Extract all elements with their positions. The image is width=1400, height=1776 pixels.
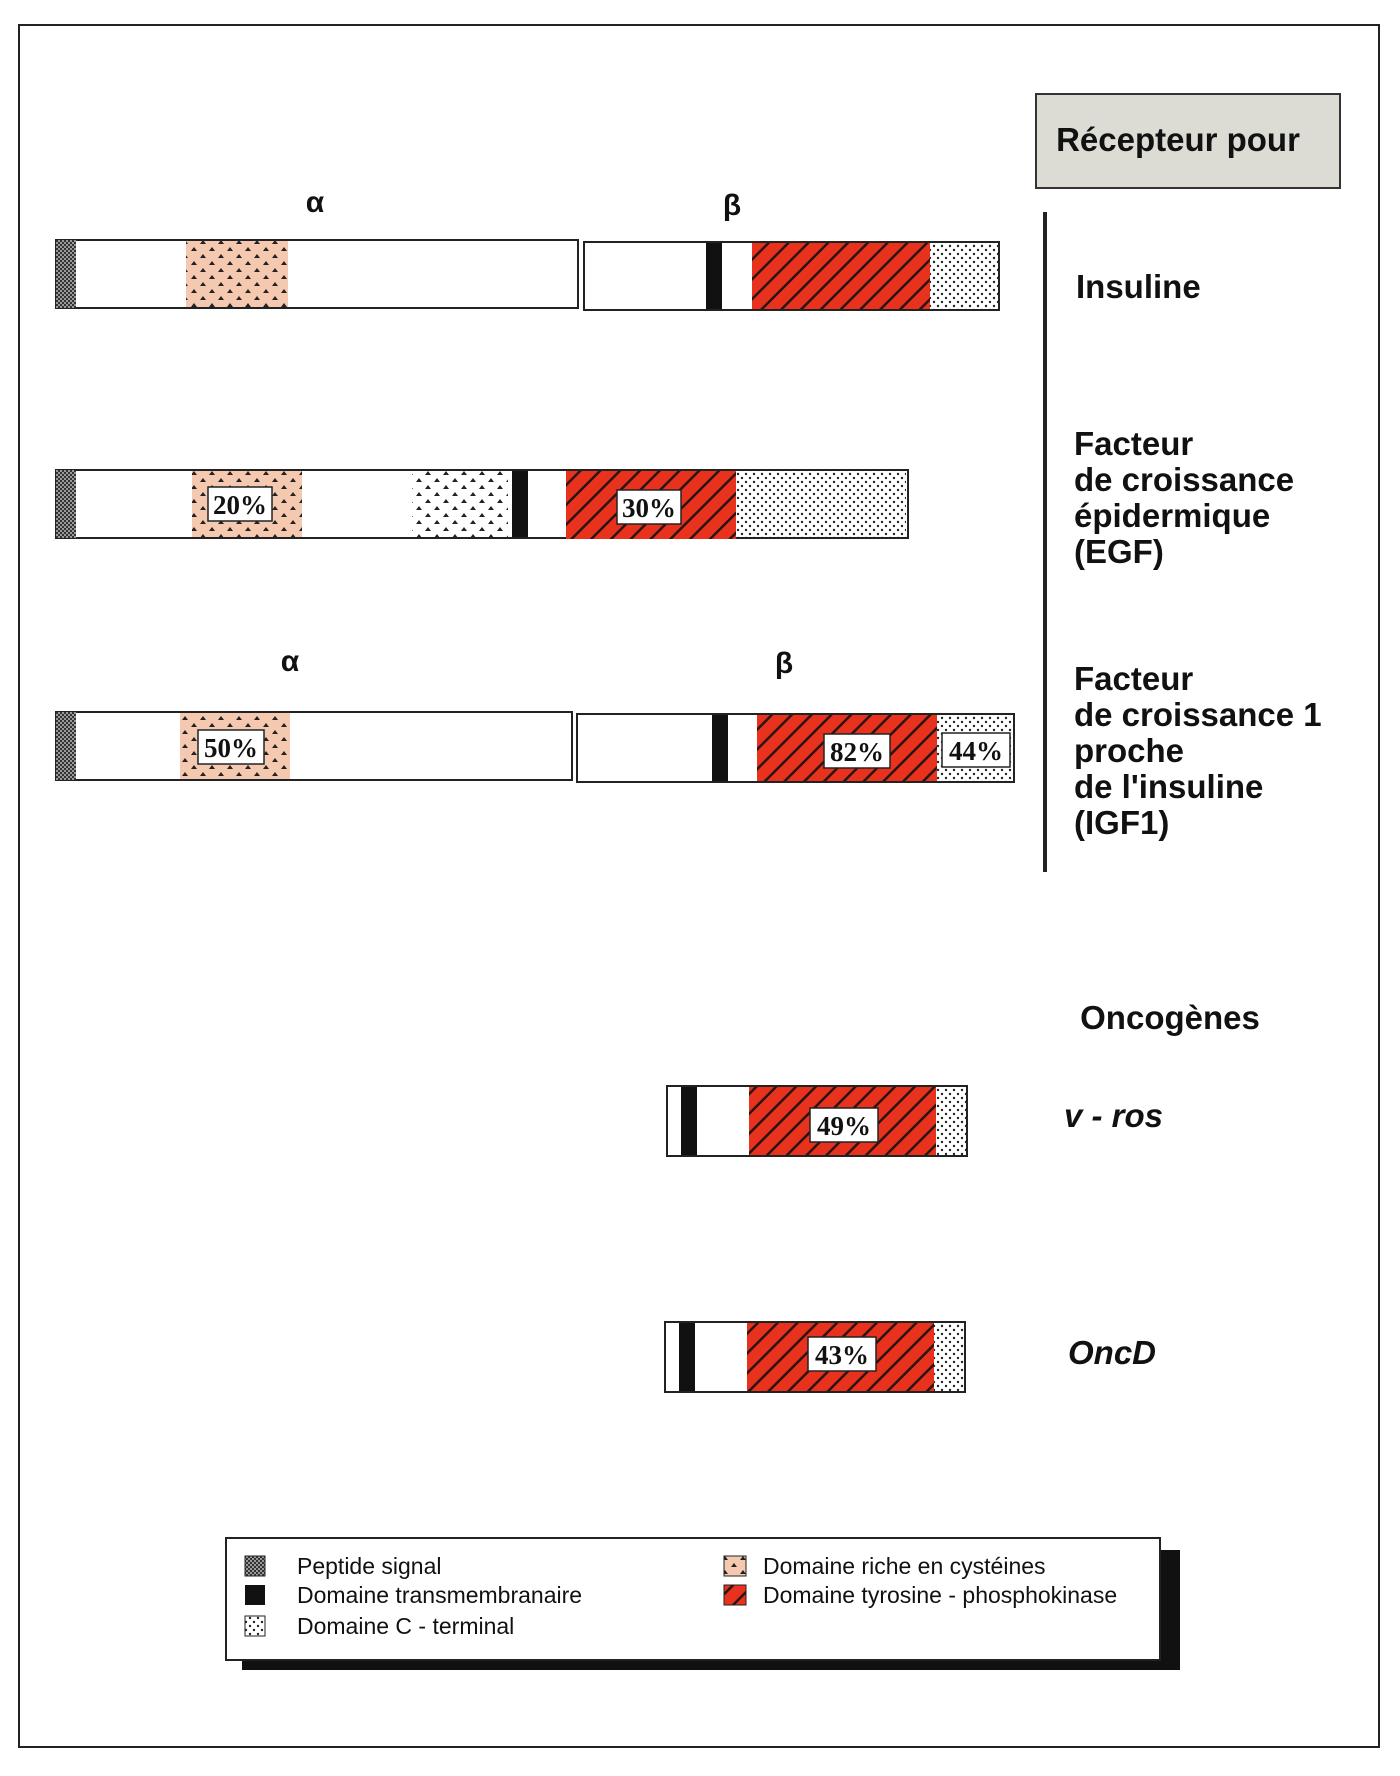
transmembrane-segment — [681, 1087, 697, 1155]
oncogene-name-v-ros: v - ros — [1064, 1097, 1163, 1134]
legend-swatch-transmembrane — [245, 1585, 265, 1605]
legend-label-transmembrane: Domaine transmembranaire — [297, 1582, 582, 1608]
percent-tyrosine-kinase: 43% — [815, 1340, 869, 1370]
transmembrane-segment — [512, 471, 528, 537]
signal-peptide-segment — [56, 712, 76, 780]
percent-tyrosine-kinase: 49% — [817, 1111, 871, 1141]
percent-tyrosine-kinase: 30% — [622, 493, 676, 523]
egf-receptor: 20% 30% Facteur de croissance épidermiqu… — [55, 425, 1303, 570]
legend-swatch-cysteine — [723, 1555, 747, 1577]
igf1-receptor: α β 50% 82% 44% Facteur de croissance 1 … — [55, 645, 1331, 841]
c-terminal-segment — [736, 471, 906, 537]
signal-peptide-segment — [56, 470, 76, 538]
header-title: Récepteur pour — [1056, 121, 1300, 158]
receptor-name-egf: Facteur de croissance épidermique (EGF) — [1074, 425, 1303, 570]
alpha-chain — [55, 711, 573, 781]
alpha-label: α — [306, 186, 325, 219]
legend: Peptide signal Domaine transmembranaire … — [225, 1537, 1180, 1670]
legend-swatch-signal — [244, 1555, 266, 1577]
beta-label: β — [723, 189, 741, 222]
percent-cysteine: 50% — [204, 733, 258, 763]
percent-box — [616, 489, 682, 525]
beta-label: β — [775, 647, 793, 680]
percent-c-terminal: 44% — [949, 736, 1003, 766]
c-terminal-segment — [934, 1323, 964, 1391]
legend-box — [225, 1537, 1161, 1661]
transmembrane-segment — [712, 715, 728, 781]
oncogene-name-oncd: OncD — [1068, 1334, 1156, 1371]
percent-cysteine: 20% — [213, 490, 267, 520]
receptor-name-igf1: Facteur de croissance 1 proche de l'insu… — [1074, 660, 1331, 841]
percent-box — [197, 729, 265, 765]
percent-box — [941, 732, 1011, 768]
legend-label-c-terminal: Domaine C - terminal — [297, 1613, 514, 1639]
oncd-oncogene: 43% OncD — [664, 1321, 1156, 1393]
percent-box — [809, 1107, 879, 1143]
insulin-receptor: α β Insuline — [55, 186, 1201, 311]
transmembrane-segment — [679, 1323, 695, 1391]
oncogenes-title: Oncogènes — [1080, 999, 1260, 1036]
signal-peptide-segment — [56, 240, 76, 308]
legend-swatch-c-terminal — [244, 1615, 266, 1637]
legend-label-cysteine: Domaine riche en cystéines — [763, 1553, 1046, 1579]
legend-label-tyrosine-kinase: Domaine tyrosine - phosphokinase — [763, 1582, 1117, 1608]
legend-swatch-tyrosine-kinase — [723, 1584, 747, 1606]
percent-tyrosine-kinase: 82% — [830, 737, 884, 767]
percent-box — [823, 733, 891, 769]
receptor-name-insulin: Insuline — [1076, 268, 1201, 305]
percent-box — [807, 1336, 877, 1372]
cysteine-rich-segment — [186, 241, 288, 307]
tyrosine-kinase-segment — [752, 243, 930, 309]
header-box: Récepteur pour — [1035, 93, 1341, 189]
transmembrane-segment — [706, 243, 722, 309]
alpha-chain — [55, 239, 579, 309]
cysteine-rich-segment-2 — [412, 471, 508, 537]
legend-label-signal: Peptide signal — [297, 1553, 442, 1579]
alpha-label: α — [281, 645, 300, 678]
figure-frame — [18, 24, 1380, 1748]
c-terminal-segment — [930, 243, 998, 309]
c-terminal-segment — [936, 1087, 966, 1155]
v-ros-oncogene: 49% v - ros — [666, 1085, 1163, 1157]
percent-box — [207, 486, 273, 522]
